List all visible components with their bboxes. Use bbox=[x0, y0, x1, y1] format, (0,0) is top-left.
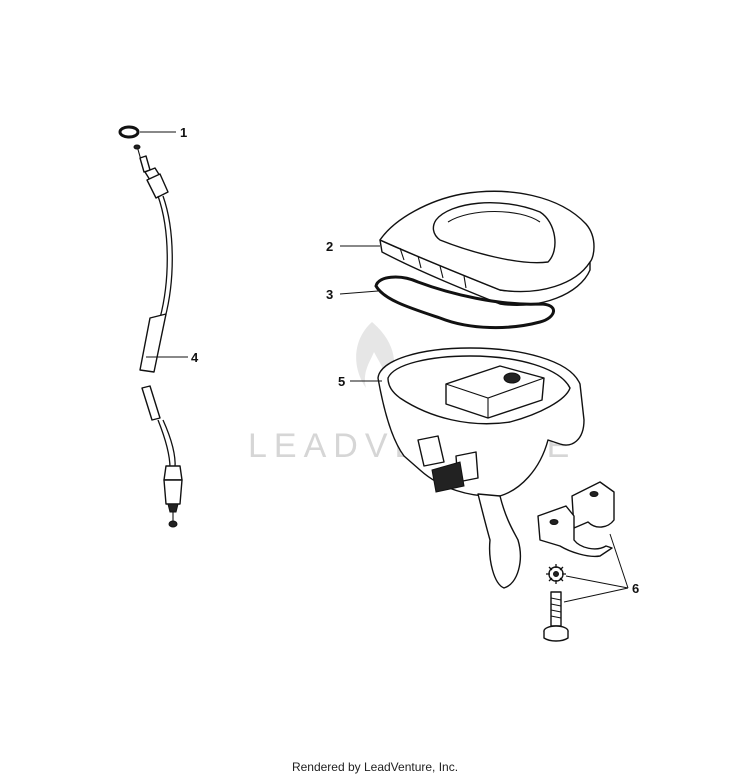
callout-4: 4 bbox=[191, 350, 199, 365]
callout-6: 6 bbox=[632, 581, 639, 596]
footer-credit: Rendered by LeadVenture, Inc. bbox=[291, 760, 459, 774]
part-2-cover[interactable] bbox=[379, 190, 595, 306]
part-6-clamp-and-bolt[interactable] bbox=[537, 481, 615, 642]
part-5-housing[interactable] bbox=[377, 347, 585, 589]
part-1-o-ring[interactable] bbox=[118, 125, 140, 139]
part-4-cable-assembly[interactable] bbox=[133, 144, 183, 528]
bolt bbox=[543, 591, 569, 642]
callout-1: 1 bbox=[180, 125, 187, 140]
part-3-gasket[interactable] bbox=[374, 275, 555, 330]
callout-5: 5 bbox=[338, 374, 345, 389]
callout-3: 3 bbox=[326, 287, 333, 302]
lock-washer bbox=[546, 564, 566, 584]
callout-2: 2 bbox=[326, 239, 333, 254]
leader-lines bbox=[140, 131, 629, 603]
